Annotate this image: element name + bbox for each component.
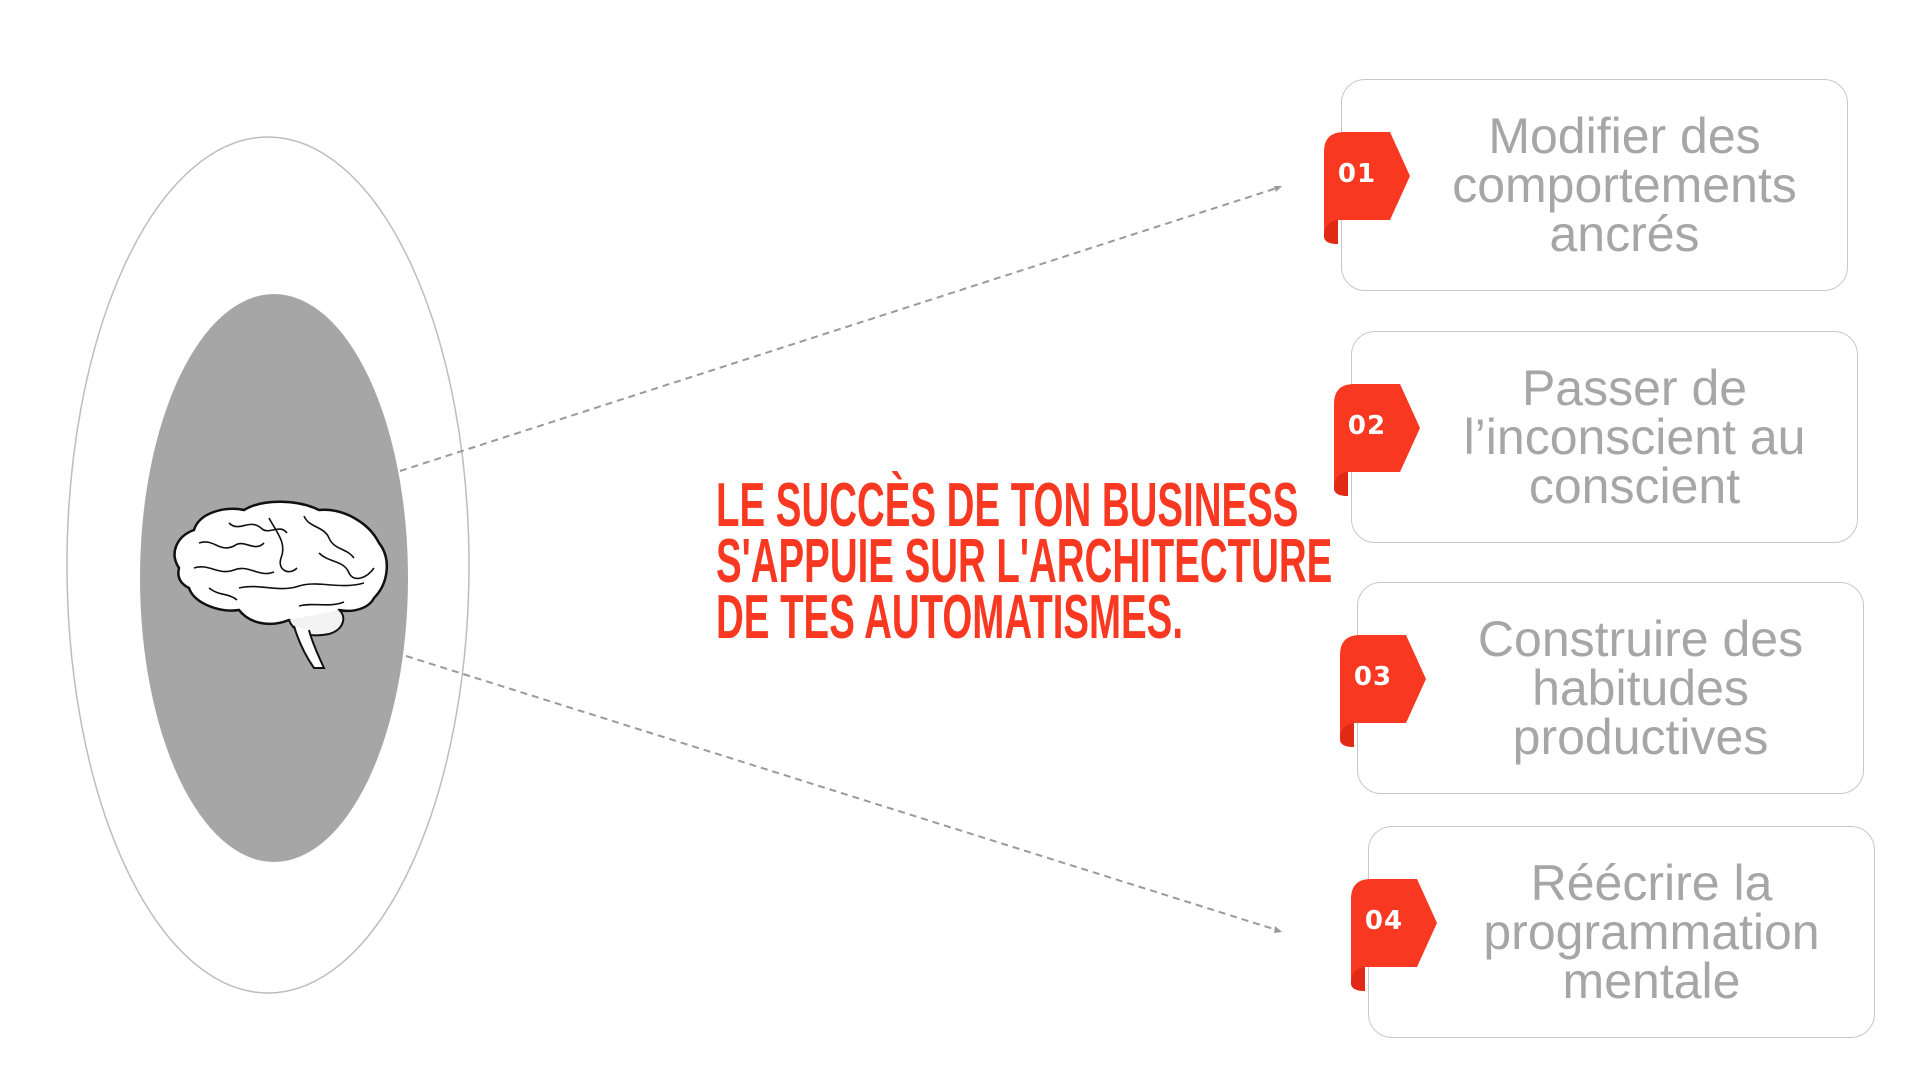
badge-number: 04 bbox=[1364, 906, 1404, 936]
headline-line-3: DE TES AUTOMATISMES. bbox=[716, 583, 1184, 652]
item-card-4: 04 Réécrire la programmation mentale bbox=[1351, 826, 1875, 1038]
badge-number: 03 bbox=[1353, 662, 1393, 692]
headline: LE SUCCÈS DE TON BUSINESS S'APPUIE SUR L… bbox=[602, 471, 1333, 652]
dashed-connector-top bbox=[399, 186, 1281, 472]
item-text: Construire des habitudes productives bbox=[1477, 610, 1804, 765]
arrowhead-bottom bbox=[1274, 926, 1282, 933]
item-text: Modifier des comportements ancrés bbox=[1452, 107, 1797, 262]
item-text: Réécrire la programmation mentale bbox=[1483, 854, 1820, 1009]
number-badge: 02 bbox=[1334, 384, 1424, 496]
dashed-connector-bottom bbox=[405, 655, 1281, 932]
badge-number: 02 bbox=[1347, 411, 1387, 441]
outer-ellipse bbox=[66, 136, 470, 994]
item-card-2: 02 Passer de l’inconscient au conscient bbox=[1334, 331, 1858, 543]
headline-line-2: S'APPUIE SUR L'ARCHITECTURE bbox=[716, 527, 1333, 596]
item-card-1: 01 Modifier des comportements ancrés bbox=[1324, 79, 1848, 291]
brain-icon bbox=[173, 500, 389, 669]
item-card-3: 03 Construire des habitudes productives bbox=[1340, 582, 1864, 794]
number-badge: 04 bbox=[1351, 879, 1441, 991]
number-badge: 03 bbox=[1340, 635, 1430, 747]
badge-number: 01 bbox=[1337, 159, 1377, 189]
headline-line-1: LE SUCCÈS DE TON BUSINESS bbox=[716, 471, 1299, 540]
item-text: Passer de l’inconscient au conscient bbox=[1463, 359, 1806, 514]
arrowhead-top bbox=[1274, 186, 1282, 192]
number-badge: 01 bbox=[1324, 132, 1414, 244]
